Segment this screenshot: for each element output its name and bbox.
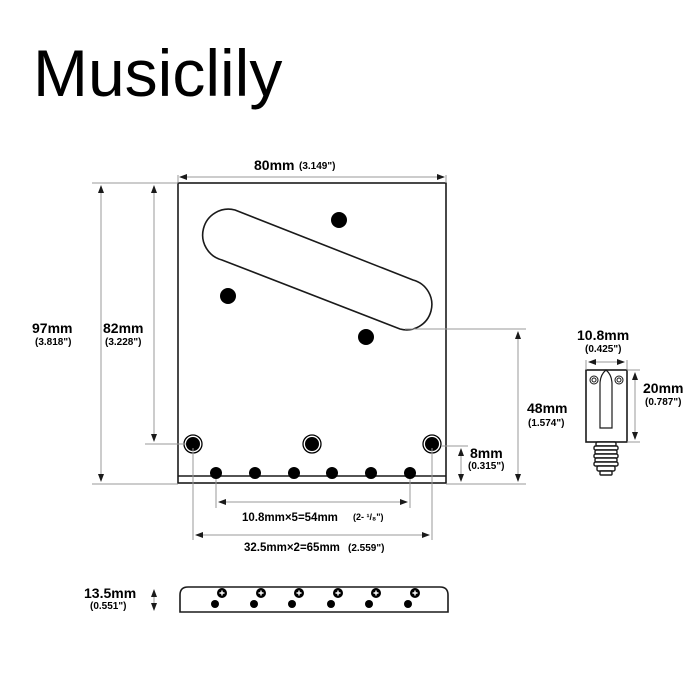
saddle-screw-side (365, 588, 381, 608)
dim-label-inch: (1.574") (528, 418, 564, 429)
saddle-height-screw (614, 375, 624, 385)
side-plate-outline (179, 586, 449, 613)
dim-label-inch: (0.551") (90, 601, 126, 612)
saddle-screw-side (288, 588, 304, 608)
dim-label-mm: 32.5mm×2=65mm (244, 542, 340, 554)
dimension-height-48mm: 48mm (1.574") (405, 328, 572, 485)
saddle-screw-side (211, 588, 227, 608)
string-hole (326, 467, 338, 479)
intonation-spring (593, 441, 619, 476)
brand-logo-text: Musiclily (33, 36, 283, 110)
dim-label-mm: 48mm (527, 400, 567, 416)
pickup-screw-hole (220, 288, 236, 304)
string-hole (365, 467, 377, 479)
dimension-height-82mm: 82mm (3.228") (103, 182, 186, 445)
dim-label-inch: (2.559") (348, 543, 384, 554)
pickup-screw-hole (358, 329, 374, 345)
saddle-height-screw (589, 375, 599, 385)
dim-label-inch: (2- ¹/₈") (353, 512, 383, 522)
dimension-mount-spacing: 32.5mm×2=65mm (2.559") (192, 448, 433, 554)
dim-label-inch: (0.315") (468, 461, 504, 472)
dim-label-inch: (3.228") (105, 337, 141, 348)
dimension-string-spacing: 10.8mm×5=54mm (2- ¹/₈") (215, 479, 411, 524)
saddle-detail: 10.8mm (0.425") 20mm (0.787") (577, 327, 683, 476)
saddle-screw-side (404, 588, 420, 608)
string-hole (404, 467, 416, 479)
dim-label-inch: (0.425") (585, 344, 621, 355)
pickup-screw-hole (331, 212, 347, 228)
dim-label-mm: 82mm (103, 320, 143, 336)
dim-label-inch: (3.149") (299, 161, 335, 172)
saddle-screw-side (250, 588, 266, 608)
pickup-slot (201, 208, 433, 331)
bridge-plate-top-view (177, 182, 447, 484)
dim-label-mm: 20mm (643, 380, 683, 396)
saddle-screw-side (327, 588, 343, 608)
dimension-width-80mm: 80mm (3.149") (177, 157, 447, 183)
dimension-height-8mm: 8mm (0.315") (441, 445, 504, 482)
string-hole (210, 467, 222, 479)
dim-label-mm: 10.8mm×5=54mm (242, 512, 338, 524)
bridge-plate-side-view: 13.5mm (0.551") (84, 585, 449, 613)
string-hole (288, 467, 300, 479)
dim-label-inch: (3.818") (35, 337, 71, 348)
dim-label-mm: 13.5mm (84, 585, 136, 601)
dim-label-mm: 8mm (470, 445, 503, 461)
mounting-hole (302, 434, 322, 454)
dim-label-inch: (0.787") (645, 397, 681, 408)
dimension-height-97mm: 97mm (3.818") (28, 182, 178, 485)
dim-label-mm: 10.8mm (577, 327, 629, 343)
saddle-string-slot (599, 369, 613, 429)
dim-label-mm: 97mm (32, 320, 72, 336)
dim-label-mm: 80mm (254, 157, 294, 173)
plate-outline (177, 182, 447, 484)
string-hole (249, 467, 261, 479)
